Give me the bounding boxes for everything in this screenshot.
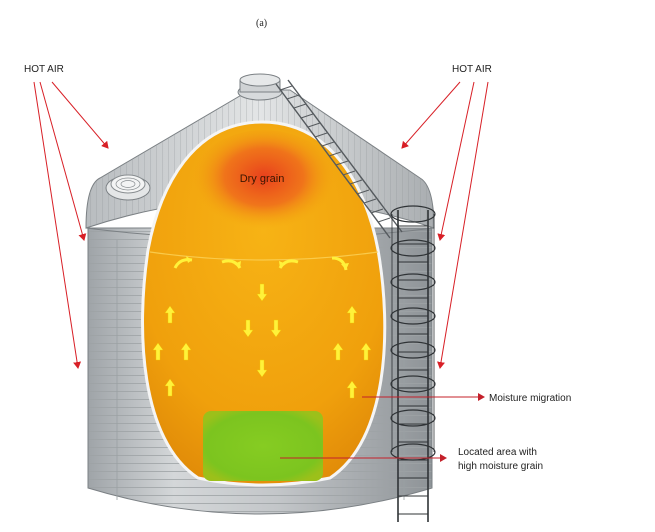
hot-air-arrows xyxy=(33,81,489,369)
roof-cap xyxy=(237,73,283,101)
moisture-migration-label: Moisture migration xyxy=(489,393,571,404)
hot-air-label-right: HOT AIR xyxy=(452,64,492,75)
moisture-flow-arrows xyxy=(152,256,372,399)
dry-grain-label: Dry grain xyxy=(240,173,285,185)
side-ladder xyxy=(390,205,436,522)
hot-air-label-left: HOT AIR xyxy=(24,64,64,75)
callout-leaders xyxy=(280,393,485,462)
roof-ladder xyxy=(275,79,403,239)
roof-vent-icon xyxy=(105,174,151,201)
located-area-label-line2: high moisture grain xyxy=(458,461,543,472)
panel-label: (a) xyxy=(256,18,267,29)
high-moisture-zone xyxy=(203,411,323,481)
grain-cutaway xyxy=(141,120,387,487)
located-area-label-line1: Located area with xyxy=(458,447,537,458)
dry-grain-zone xyxy=(192,130,336,234)
